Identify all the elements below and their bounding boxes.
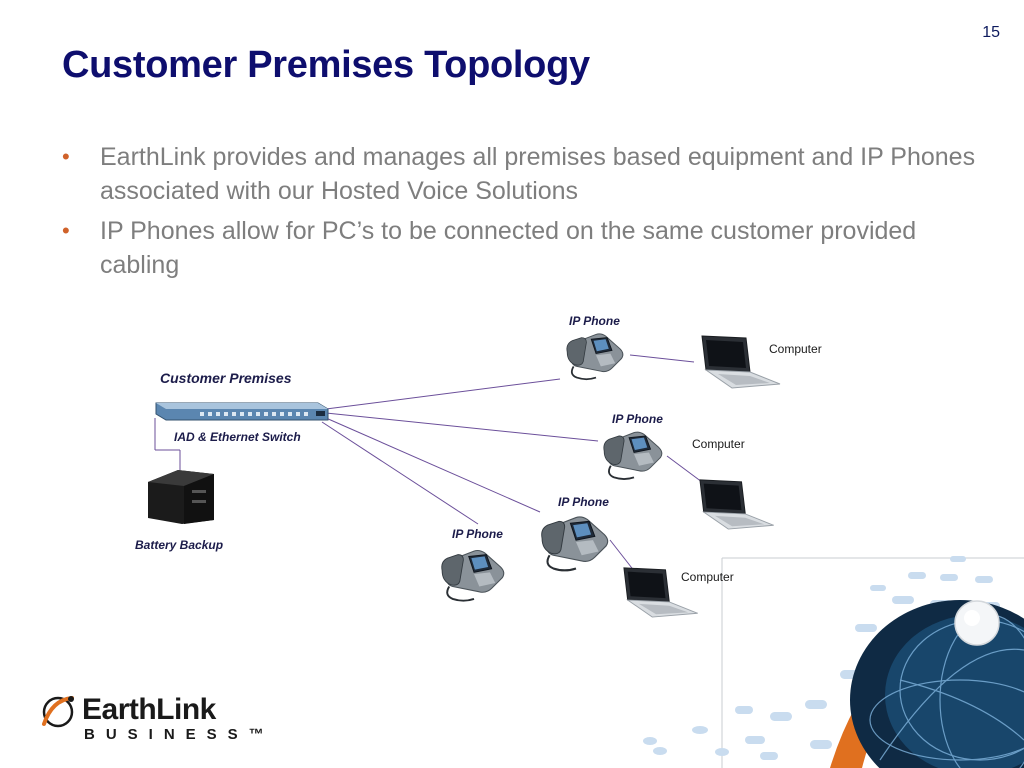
ip-phone-4-icon [440, 549, 506, 602]
customer-premises-label: Customer Premises [160, 370, 292, 386]
network-links [154, 354, 711, 573]
earthlink-logo: EarthLink BUSINESS™ [38, 688, 278, 748]
bullet-item: • IP Phones allow for PC’s to be connecte… [62, 214, 982, 282]
bullet-list: • EarthLink provides and manages all prem… [62, 140, 982, 288]
computer-2-label: Computer [692, 437, 745, 451]
switch-label: IAD & Ethernet Switch [174, 430, 301, 444]
link-switch-phone-1 [325, 378, 561, 410]
bullet-icon: • [62, 144, 70, 169]
decorative-globe [643, 556, 1024, 768]
earthlink-logo-icon [42, 696, 74, 728]
computer-3-label: Computer [681, 570, 734, 584]
ethernet-switch [155, 402, 329, 421]
bullet-icon: • [62, 218, 70, 243]
logo-subtitle: BUSINESS™ [84, 726, 275, 743]
ip-phone-1-label: IP Phone [569, 314, 620, 328]
ip-phone-2-label: IP Phone [612, 412, 663, 426]
battery-backup [148, 470, 214, 524]
logo-wordmark: EarthLink [82, 693, 216, 726]
ip-phone-3-label: IP Phone [558, 495, 609, 509]
link-switch-phone-4 [321, 421, 479, 525]
link-switch-phone-3 [325, 417, 541, 513]
ip-phone-1-icon [565, 332, 624, 381]
computer-2-icon [699, 479, 775, 530]
slide-title: Customer Premises Topology [62, 44, 590, 86]
link-switch-phone-2 [325, 412, 599, 442]
computer-1-label: Computer [769, 342, 822, 356]
ip-phone-4-label: IP Phone [452, 527, 503, 541]
bullet-item: • EarthLink provides and manages all prem… [62, 140, 982, 208]
link-phone-computer-1 [629, 354, 695, 363]
bullet-text: EarthLink provides and manages all premi… [100, 143, 976, 205]
ip-phone-3-icon [540, 515, 609, 572]
battery-label: Battery Backup [135, 538, 224, 552]
link-phone-computer-3 [609, 539, 636, 573]
slide-number: 15 [982, 24, 1000, 41]
ip-phone-2-icon [602, 431, 663, 481]
bullet-text: IP Phones allow for PC’s to be connected… [100, 217, 917, 279]
